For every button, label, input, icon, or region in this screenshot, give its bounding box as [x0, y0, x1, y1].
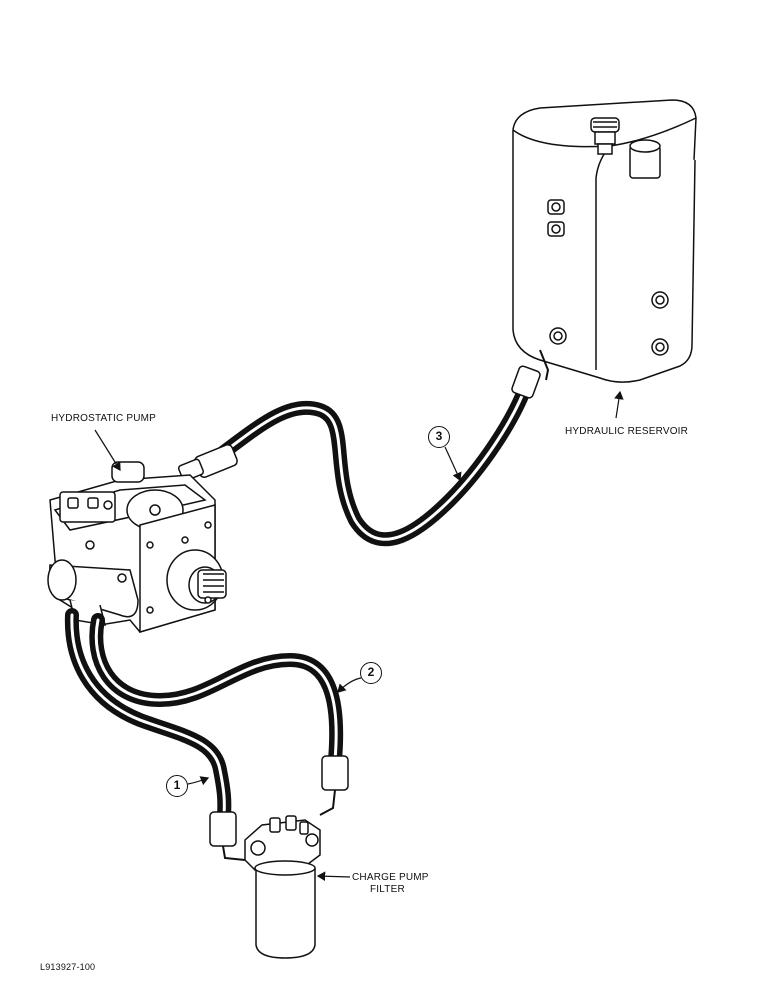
charge-pump-filter [244, 815, 321, 959]
callout-3: 3 [428, 426, 450, 448]
hydraulic-reservoir [512, 99, 697, 383]
breather-fitting [590, 117, 620, 155]
side-ports [547, 199, 669, 356]
reservoir-label: HYDRAULIC RESERVOIR [565, 426, 689, 437]
callout-2: 2 [360, 662, 382, 684]
hose-1 [64, 608, 246, 861]
hydrostatic-pump [47, 461, 227, 634]
fill-cap [629, 139, 661, 179]
leader-lines [94, 390, 624, 882]
hose-3 [177, 365, 541, 547]
figure-id-label: L913927-100 [40, 962, 96, 972]
callout-1: 1 [166, 775, 188, 797]
pump-label: HYDROSTATIC PUMP [51, 413, 157, 424]
hose-2 [89, 613, 349, 816]
filter-label-line1: CHARGE PUMP [352, 872, 429, 883]
filter-label-line2: FILTER [370, 884, 405, 895]
